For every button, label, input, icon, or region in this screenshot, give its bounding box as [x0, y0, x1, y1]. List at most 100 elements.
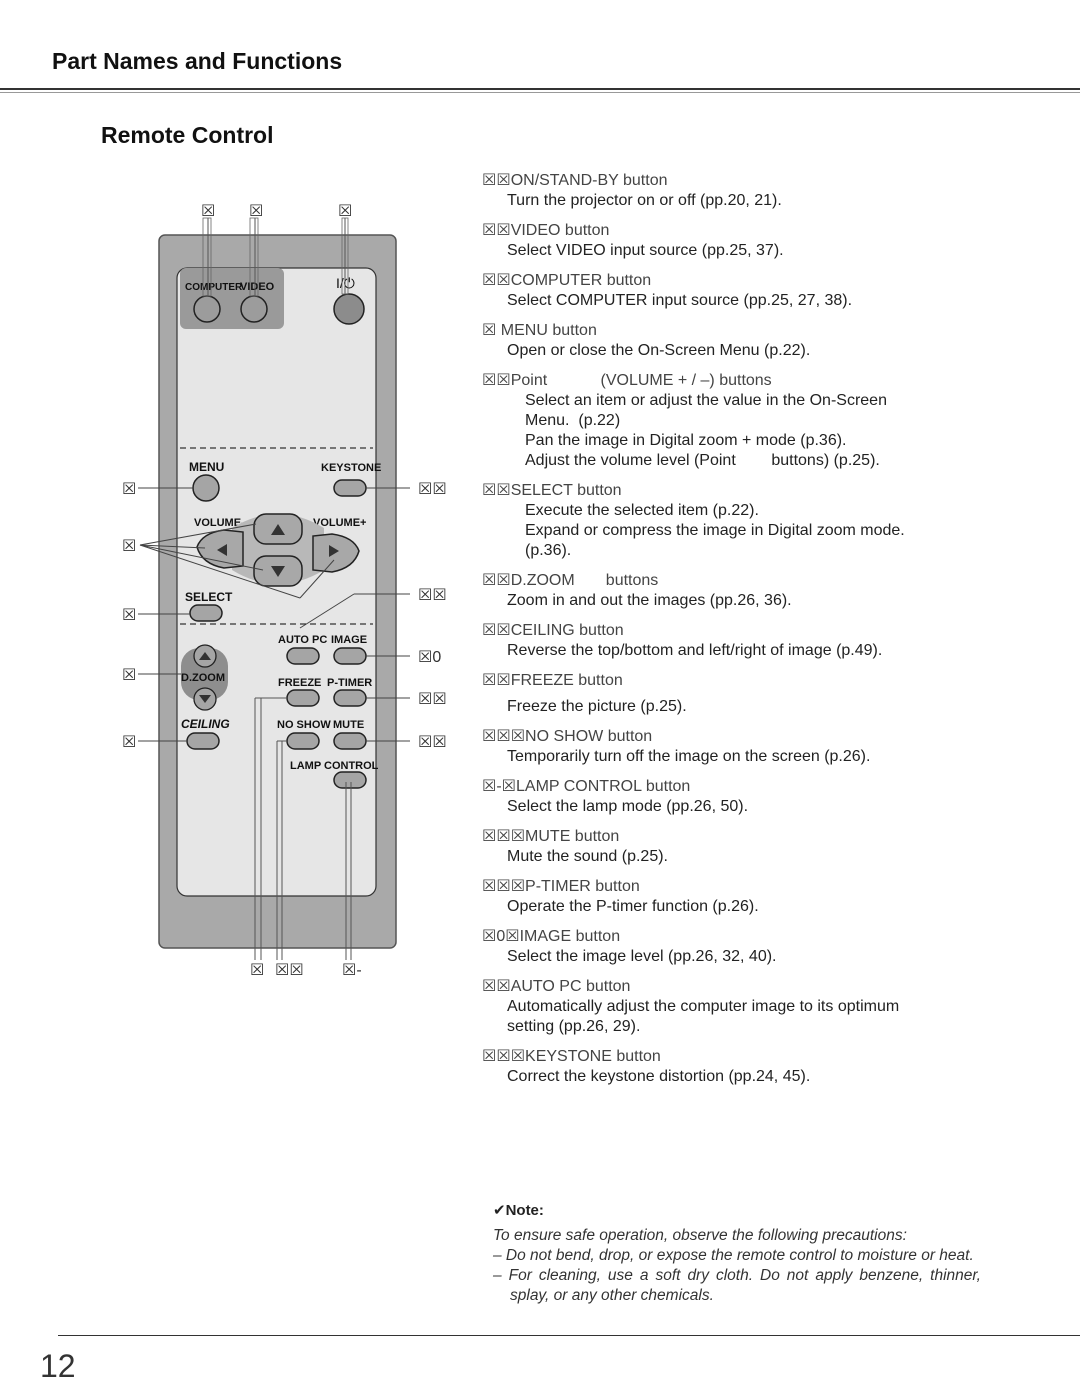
callout-top-power: ☒: [338, 203, 352, 220]
ptimer-label: P-TIMER: [327, 677, 372, 689]
item-name: D.ZOOM buttons: [510, 572, 659, 589]
remote-control-diagram: COMPUTER VIDEO I/⏻ ☒ ☒ ☒ MENU KEYSTONE ☒…: [122, 203, 447, 979]
up-arrow-icon: [271, 524, 285, 535]
section-title: Part Names and Functions: [52, 48, 343, 74]
description-heading: ☒☒COMPUTER button: [482, 270, 982, 291]
description-text: Freeze the picture (p.25).: [507, 698, 687, 715]
description-text: Reverse the top/bottom and left/right of…: [507, 642, 883, 659]
image-button: [333, 647, 367, 665]
item-number: ☒☒: [482, 572, 511, 589]
description-heading: ☒☒FREEZE button: [482, 670, 982, 691]
callout-ceiling: ☒: [122, 734, 136, 751]
keystone-label: KEYSTONE: [321, 462, 381, 474]
left-arrow-icon: [217, 544, 227, 556]
item-name: COMPUTER button: [510, 272, 652, 289]
item-number: ☒☒: [482, 978, 511, 995]
callout-bottom-noshow: ☒☒: [275, 962, 304, 979]
description-text: Mute the sound (p.25).: [507, 848, 668, 865]
video-button: [240, 295, 268, 323]
description-heading: ☒☒☒MUTE button: [482, 826, 982, 847]
right-arrow-icon: [329, 545, 339, 557]
callout-select-right: ☒☒: [418, 587, 447, 604]
item-number: ☒0☒: [482, 928, 520, 945]
callout-bottom-freeze: ☒: [250, 962, 264, 979]
description-heading: ☒☒SELECT button: [482, 480, 982, 501]
description-text: Execute the selected item (p.22).: [525, 502, 759, 519]
description-text: setting (pp.26, 29).: [507, 1018, 641, 1035]
description-text: Temporarily turn off the image on the sc…: [507, 748, 871, 765]
item-number: ☒☒☒: [482, 878, 526, 895]
item-number: ☒☒: [482, 222, 511, 239]
description-text: Correct the keystone distortion (pp.24, …: [507, 1068, 811, 1085]
mute-label: MUTE: [333, 719, 364, 731]
menu-label: MENU: [189, 460, 224, 474]
callout-arrows: ☒: [122, 538, 136, 555]
item-number: ☒-☒: [482, 778, 517, 795]
power-button: [333, 293, 365, 325]
item-name: Point (VOLUME + / –) buttons: [510, 372, 772, 389]
computer-label: COMPUTER: [185, 282, 243, 293]
noshow-button: [286, 732, 320, 750]
description-heading: ☒☒☒NO SHOW button: [482, 726, 982, 747]
description-heading: ☒☒AUTO PC button: [482, 976, 982, 997]
item-name: SELECT button: [510, 482, 622, 499]
description-text: Automatically adjust the computer image …: [507, 998, 900, 1015]
item-name: CEILING button: [510, 622, 624, 639]
description-heading: ☒☒☒KEYSTONE button: [482, 1046, 982, 1067]
description-heading: ☒0☒IMAGE button: [482, 926, 982, 947]
dzoom-down-icon: [199, 695, 211, 703]
item-number: ☒☒: [482, 172, 511, 189]
ceiling-button: [186, 732, 220, 750]
callout-top-computer: ☒: [201, 203, 215, 220]
item-name: P-TIMER button: [525, 878, 640, 895]
item-name: ON/STAND-BY button: [510, 172, 668, 189]
item-name: IMAGE button: [519, 928, 621, 945]
callout-mute: ☒☒: [418, 734, 447, 751]
description-text: Zoom in and out the images (pp.26, 36).: [507, 592, 792, 609]
sub-title: Remote Control: [101, 122, 274, 148]
noshow-label: NO SHOW: [277, 719, 331, 731]
item-name: MUTE button: [525, 828, 620, 845]
item-name: FREEZE button: [510, 672, 623, 689]
freeze-button: [286, 689, 320, 707]
callout-dzoom: ☒: [122, 667, 136, 684]
dzoom-up-icon: [199, 652, 211, 660]
description-text: Select the image level (pp.26, 32, 40).: [507, 948, 777, 965]
item-number: ☒☒☒: [482, 728, 526, 745]
callout-bottom-lamp: ☒-: [342, 962, 362, 979]
description-heading: ☒☒VIDEO button: [482, 220, 982, 241]
footer-rule: [58, 1335, 1080, 1336]
item-name: KEYSTONE button: [525, 1048, 661, 1065]
item-number: ☒☒☒: [482, 828, 526, 845]
down-arrow-icon: [271, 566, 285, 577]
item-name: NO SHOW button: [525, 728, 653, 745]
header-rule-thin: [0, 92, 1080, 93]
computer-button: [193, 295, 221, 323]
video-label: VIDEO: [240, 281, 275, 293]
note-body: To ensure safe operation, observe the fo…: [493, 1226, 981, 1306]
description-heading: ☒☒☒P-TIMER button: [482, 876, 982, 897]
note-bullet: – Do not bend, drop, or expose the remot…: [493, 1247, 974, 1264]
menu-button: [192, 474, 220, 502]
item-number: ☒☒: [482, 272, 511, 289]
description-heading: ☒-☒LAMP CONTROL button: [482, 776, 982, 797]
ceiling-label: CEILING: [181, 717, 230, 731]
description-heading: ☒ MENU button: [482, 320, 982, 341]
callout-keystone: ☒☒: [418, 481, 447, 498]
callout-select: ☒: [122, 607, 136, 624]
header-rule: [0, 88, 1080, 90]
